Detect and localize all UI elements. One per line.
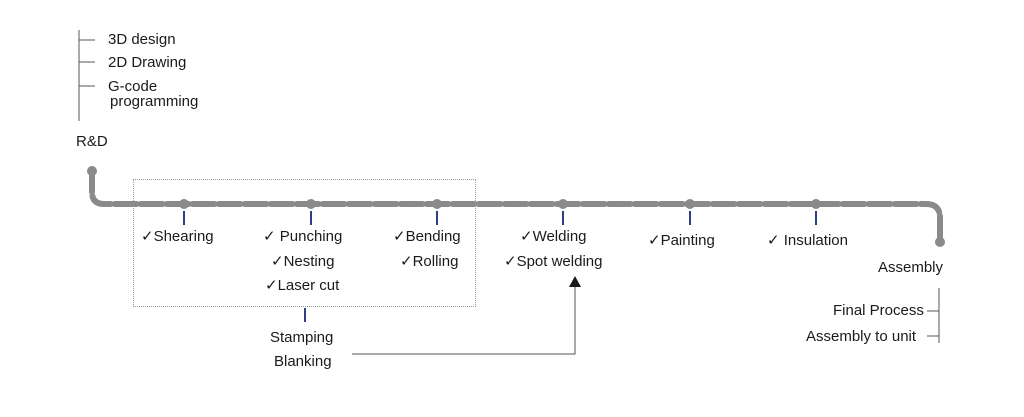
- rnd-label: R&D: [76, 133, 108, 150]
- step-punching: ✓ Punching: [263, 228, 342, 246]
- assembly-item-assembly-to-unit: Assembly to unit: [806, 328, 917, 345]
- check-icon: ✓: [393, 228, 406, 245]
- step-shearing-label: Shearing: [153, 228, 214, 245]
- rnd-item-3d-design: 3D design: [108, 31, 176, 48]
- assembly-label: Assembly: [878, 259, 944, 276]
- step-nesting-label: Nesting: [283, 253, 335, 270]
- step-punching-label: Punching: [279, 228, 343, 245]
- step-nesting: ✓Nesting: [271, 253, 334, 271]
- step-bending: ✓Bending: [393, 228, 461, 246]
- step-rolling: ✓Rolling: [400, 253, 458, 271]
- stamping-group-box: [133, 179, 476, 307]
- step-spot-welding: ✓Spot welding: [504, 253, 602, 271]
- blanking-label: Blanking: [274, 353, 332, 370]
- step-welding-label: Welding: [532, 228, 587, 245]
- check-icon: ✓: [648, 232, 661, 249]
- check-icon: ✓: [265, 277, 278, 294]
- step-insulation: ✓ Insulation: [767, 232, 848, 250]
- connector-arrowhead: [569, 276, 581, 287]
- step-laser-cut-label: Laser cut: [277, 277, 340, 294]
- start-node: [87, 166, 97, 176]
- step-insulation-label: Insulation: [783, 232, 848, 249]
- step-painting-label: Painting: [660, 232, 715, 249]
- step-bending-label: Bending: [405, 228, 461, 245]
- step-rolling-label: Rolling: [412, 253, 459, 270]
- node-shearing: [179, 199, 189, 209]
- step-welding: ✓Welding: [520, 228, 587, 246]
- rnd-item-g-code: G-code: [108, 78, 158, 95]
- step-shearing: ✓Shearing: [141, 228, 214, 246]
- node-welding: [558, 199, 568, 209]
- stamping-label: Stamping: [270, 329, 334, 346]
- check-icon: ✓: [141, 228, 154, 245]
- node-bending: [432, 199, 442, 209]
- check-icon: ✓: [504, 253, 517, 270]
- station-nodes: [179, 199, 821, 209]
- check-icon: ✓: [263, 228, 276, 245]
- step-spot-welding-label: Spot welding: [516, 253, 603, 270]
- node-insulation: [811, 199, 821, 209]
- node-punching: [306, 199, 316, 209]
- station-ticks: [183, 211, 817, 322]
- step-painting: ✓Painting: [648, 232, 715, 250]
- check-icon: ✓: [767, 232, 780, 249]
- rnd-bracket: [78, 30, 95, 121]
- assembly-bracket: [927, 288, 940, 343]
- check-icon: ✓: [271, 253, 284, 270]
- blanking-connector: [352, 284, 576, 355]
- node-painting: [685, 199, 695, 209]
- check-icon: ✓: [400, 253, 413, 270]
- end-node: [935, 237, 945, 247]
- rnd-item-2d-drawing: 2D Drawing: [108, 54, 187, 71]
- assembly-item-final-process: Final Process: [833, 302, 924, 319]
- check-icon: ✓: [520, 228, 533, 245]
- step-laser-cut: ✓Laser cut: [265, 277, 339, 295]
- rnd-item-programming: programming: [110, 93, 199, 110]
- process-line: [89, 167, 943, 245]
